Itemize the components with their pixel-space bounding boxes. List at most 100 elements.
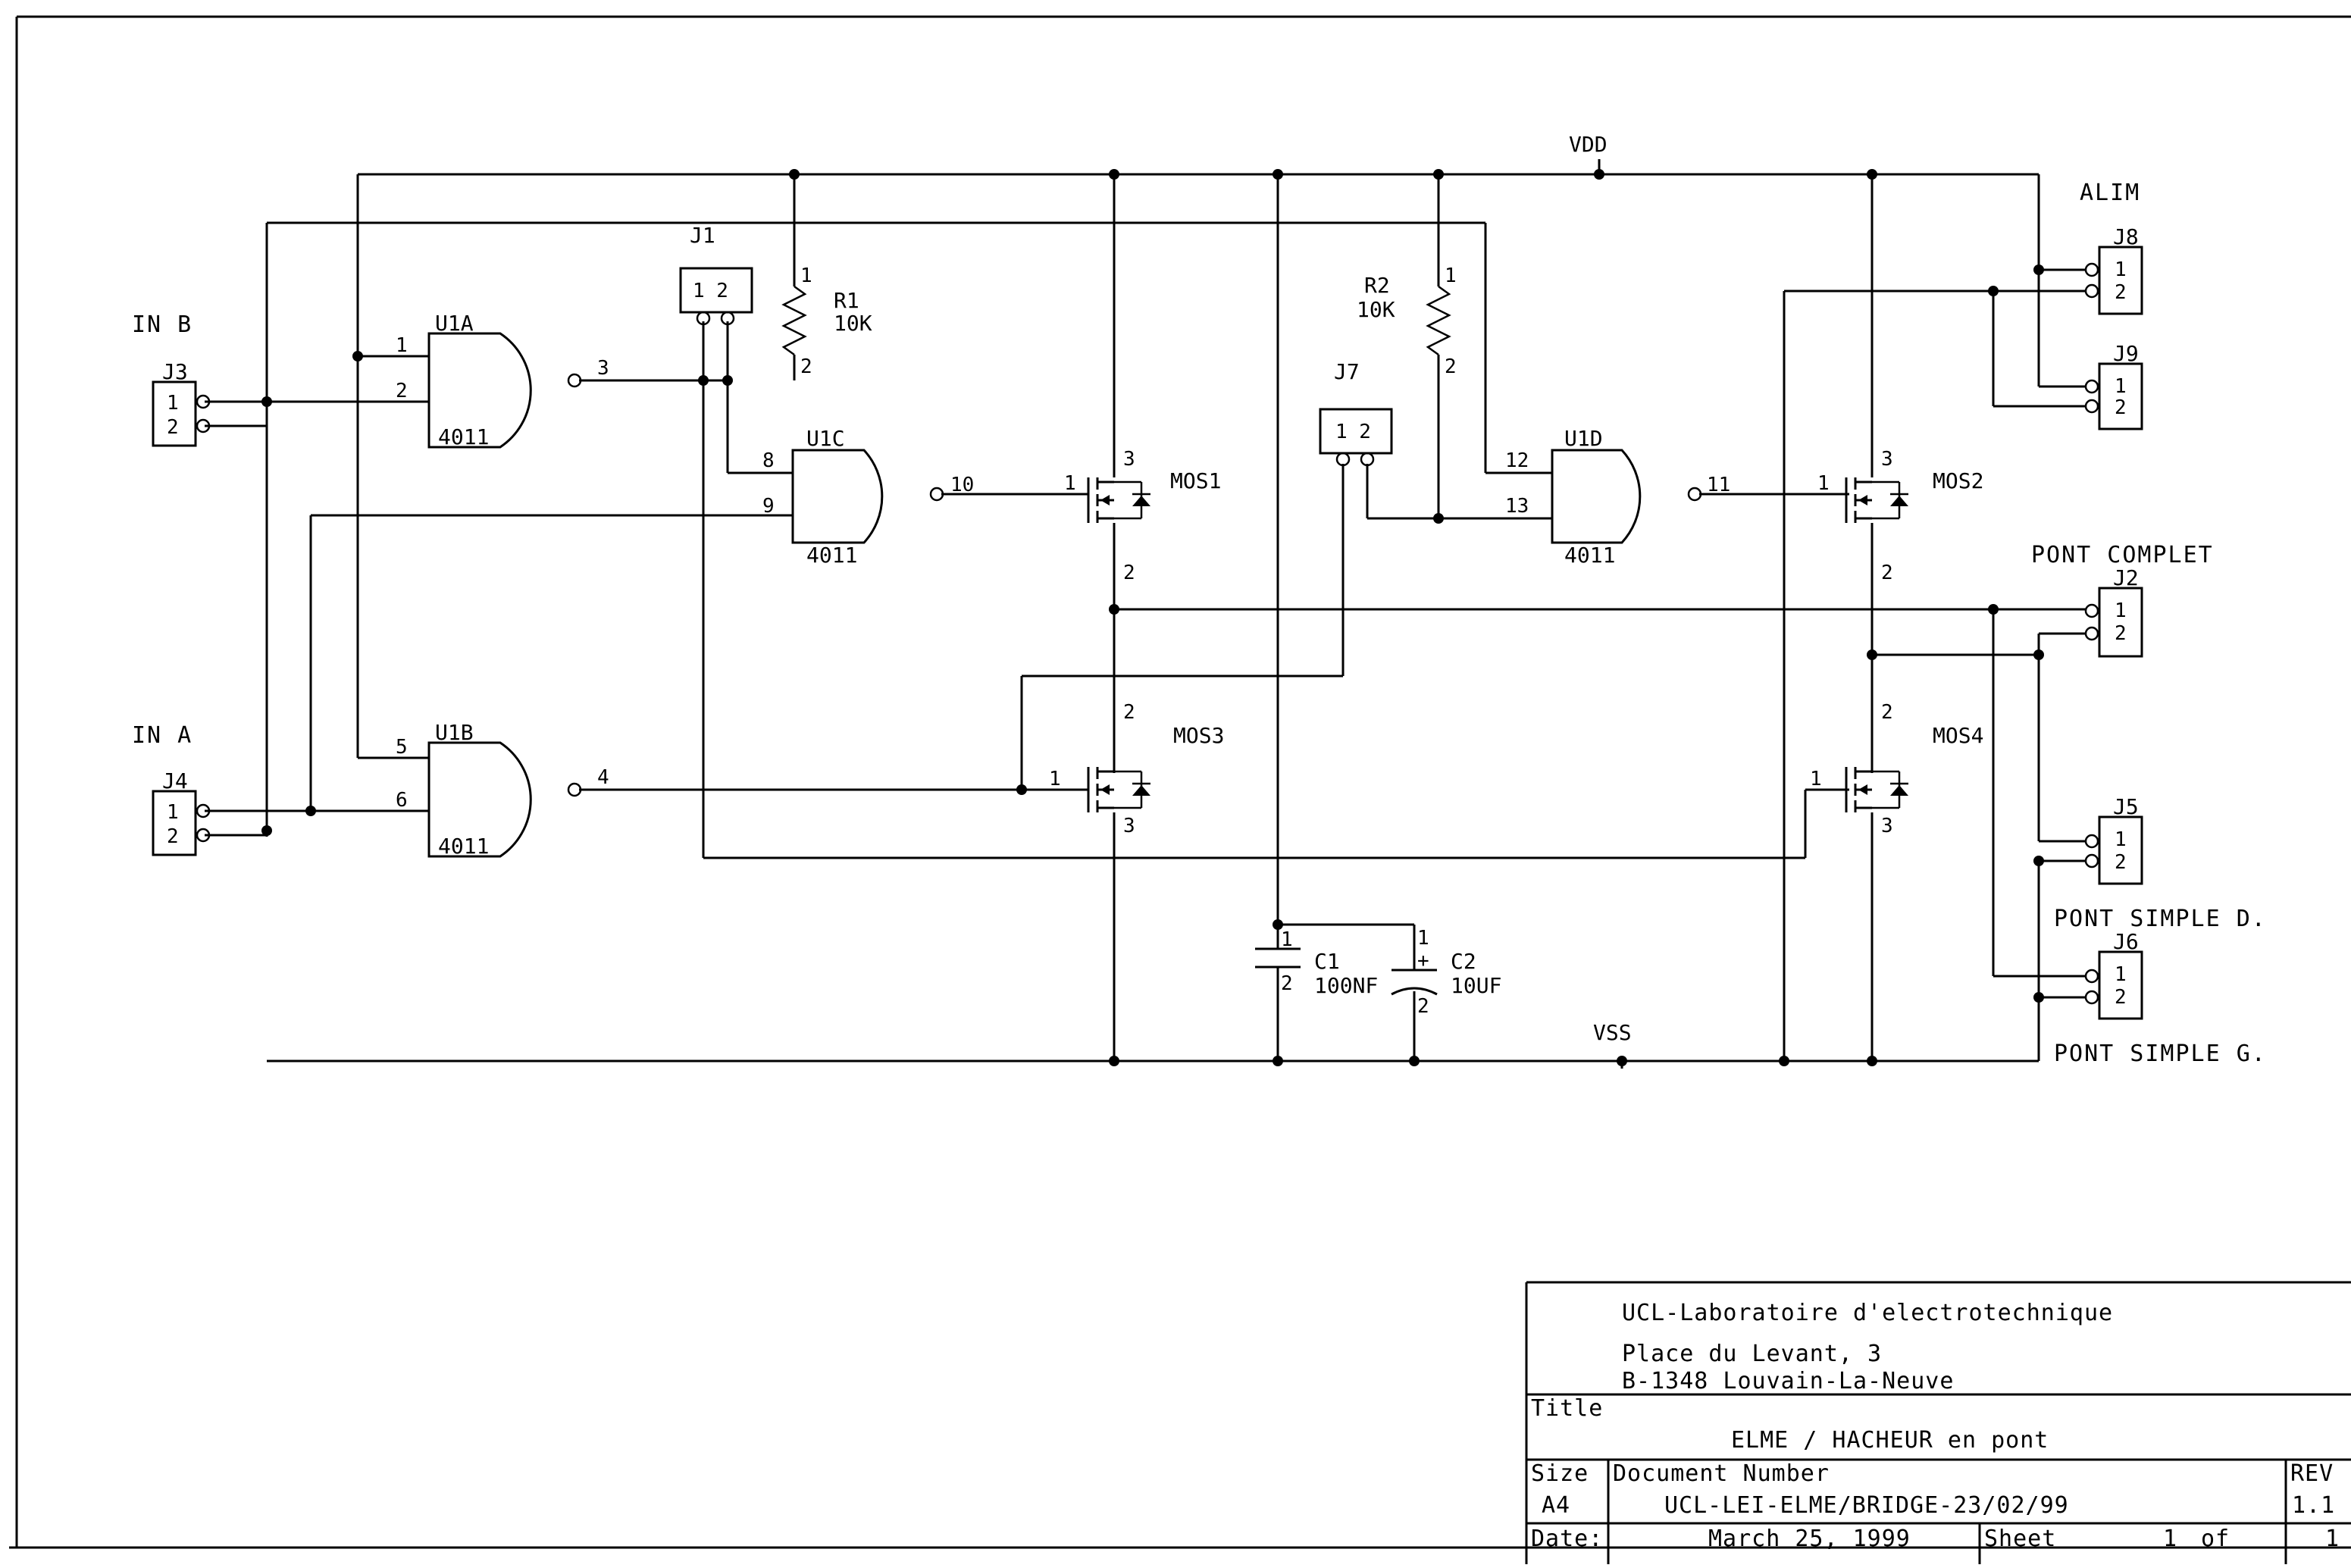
r2-pin2: 2 — [1445, 355, 1457, 378]
j2-pin2: 2 — [2115, 622, 2127, 645]
size-label: Size — [1531, 1460, 1589, 1487]
c2-ref: C2 — [1451, 949, 1476, 974]
pont-complet-label: PONT COMPLET — [2031, 542, 2214, 568]
u1b-pin5: 5 — [396, 736, 408, 759]
r1-ref: R1 — [834, 288, 859, 313]
j9-pin2: 2 — [2115, 396, 2127, 419]
u1d-pin13: 13 — [1505, 495, 1529, 518]
r2-pin1: 1 — [1445, 264, 1457, 287]
gate-u1c: U1C 4011 8 9 10 — [762, 426, 974, 568]
title-label: Title — [1531, 1395, 1603, 1422]
u1c-ref: U1C — [806, 426, 845, 451]
c1-ref: C1 — [1314, 949, 1340, 974]
wires — [205, 159, 2086, 1069]
connector-j6: J6 1 2 — [2084, 929, 2143, 1020]
c1-pin2: 2 — [1281, 972, 1293, 995]
r2-value: 10K — [1357, 297, 1395, 322]
org-line3: B-1348 Louvain-La-Neuve — [1622, 1368, 1954, 1394]
u1d-ref: U1D — [1564, 426, 1603, 451]
sheet-label: Sheet — [1984, 1526, 2056, 1552]
connector-j2: J2 1 2 — [2084, 565, 2143, 658]
mos4-source-pin: 3 — [1881, 815, 1893, 837]
sheets-total: 1 — [2325, 1526, 2340, 1552]
u1b-pin4: 4 — [597, 766, 609, 789]
u1b-pin6: 6 — [396, 789, 408, 812]
pont-simple-g-label: PONT SIMPLE G. — [2054, 1041, 2267, 1067]
j5-pin1: 1 — [2115, 828, 2127, 851]
j6-pin1: 1 — [2115, 963, 2127, 986]
pont-simple-d-label: PONT SIMPLE D. — [2054, 906, 2267, 932]
u1a-pin1: 1 — [396, 334, 408, 357]
mosfet-mos4: 1 2 3 MOS4 — [1810, 701, 1983, 837]
u1b-ref: U1B — [435, 720, 474, 745]
resistor-r2: 1 2 R2 10K — [1357, 264, 1457, 378]
j6-ref: J6 — [2113, 929, 2139, 954]
j2-ref: J2 — [2113, 565, 2139, 590]
org-line1: UCL-Laboratoire d'electrotechnique — [1622, 1300, 2113, 1326]
j5-pin2: 2 — [2115, 851, 2127, 874]
mos2-drain-pin: 3 — [1881, 448, 1893, 471]
date-value: March 25, 1999 — [1708, 1526, 1911, 1552]
r1-pin2: 2 — [800, 355, 812, 378]
mos1-gate-pin: 1 — [1064, 472, 1076, 495]
connector-j9: J9 1 2 — [2084, 341, 2143, 430]
gate-u1d: U1D 4011 12 13 11 — [1505, 426, 1730, 568]
j8-pin2: 2 — [2115, 281, 2127, 304]
connector-j7: J7 1 2 — [1319, 359, 1393, 467]
gate-u1a: U1A 4011 1 2 3 — [396, 311, 609, 449]
mos3-ref: MOS3 — [1173, 723, 1224, 748]
mos2-gate-pin: 1 — [1817, 472, 1830, 495]
rev-label: REV — [2290, 1460, 2334, 1487]
c2-pin1: 1 — [1417, 927, 1429, 950]
j6-pin2: 2 — [2115, 986, 2127, 1009]
mosfet-mos2: 1 3 2 MOS2 — [1817, 448, 1983, 584]
j3-title: IN B — [132, 311, 193, 338]
j2-pin1: 1 — [2115, 599, 2127, 622]
u1a-pin2: 2 — [396, 380, 408, 402]
j4-ref: J4 — [162, 768, 188, 793]
sheet-value: 1 — [2163, 1526, 2177, 1552]
c2-value: 10UF — [1451, 973, 1501, 998]
u1c-pin8: 8 — [762, 449, 775, 472]
u1a-pin3: 3 — [597, 357, 609, 380]
org-line2: Place du Levant, 3 — [1622, 1341, 1882, 1367]
u1d-part: 4011 — [1564, 543, 1615, 568]
mos4-drain-pin: 2 — [1881, 701, 1893, 724]
capacitor-c1: 1 2 C1 100NF — [1255, 928, 1378, 998]
j3-pin2: 2 — [167, 416, 179, 439]
j7-ref: J7 — [1334, 359, 1360, 384]
j4-title: IN A — [132, 722, 193, 749]
u1a-ref: U1A — [435, 311, 474, 336]
j1-ref: J1 — [690, 223, 715, 248]
j3-ref: J3 — [162, 359, 188, 384]
capacitor-c2: + 1 2 C2 10UF — [1391, 927, 1501, 1018]
size-value: A4 — [1542, 1492, 1570, 1519]
docnum-value: UCL-LEI-ELME/BRIDGE-23/02/99 — [1664, 1492, 2069, 1519]
j4-pin1: 1 — [167, 801, 179, 824]
date-label: Date: — [1531, 1526, 1603, 1552]
j8-pin1: 1 — [2115, 258, 2127, 281]
junctions — [261, 169, 2044, 1066]
j1-pins: 1 2 — [693, 280, 728, 302]
r1-value: 10K — [834, 311, 872, 336]
of-label: of — [2201, 1526, 2230, 1552]
mos1-drain-pin: 3 — [1123, 448, 1135, 471]
u1c-part: 4011 — [806, 543, 857, 568]
docnum-label: Document Number — [1613, 1460, 1830, 1487]
title-block: UCL-Laboratoire d'electrotechnique Place… — [1525, 1281, 2351, 1564]
j3-pin1: 1 — [167, 392, 179, 415]
u1a-part: 4011 — [438, 424, 489, 449]
gate-u1b: U1B 4011 5 6 4 — [396, 720, 609, 859]
title-value: ELME / HACHEUR en pont — [1731, 1427, 2049, 1454]
mos2-source-pin: 2 — [1881, 562, 1893, 584]
u1b-part: 4011 — [438, 834, 489, 859]
sheet-border — [9, 15, 2351, 1549]
mos2-ref: MOS2 — [1933, 468, 1983, 493]
connector-j8: J8 1 2 — [2084, 224, 2143, 315]
mos3-source-pin: 3 — [1123, 815, 1135, 837]
resistor-r1: 1 2 R1 10K — [781, 264, 872, 378]
connector-j1: J1 1 2 — [679, 223, 753, 326]
mos4-gate-pin: 1 — [1810, 768, 1822, 790]
